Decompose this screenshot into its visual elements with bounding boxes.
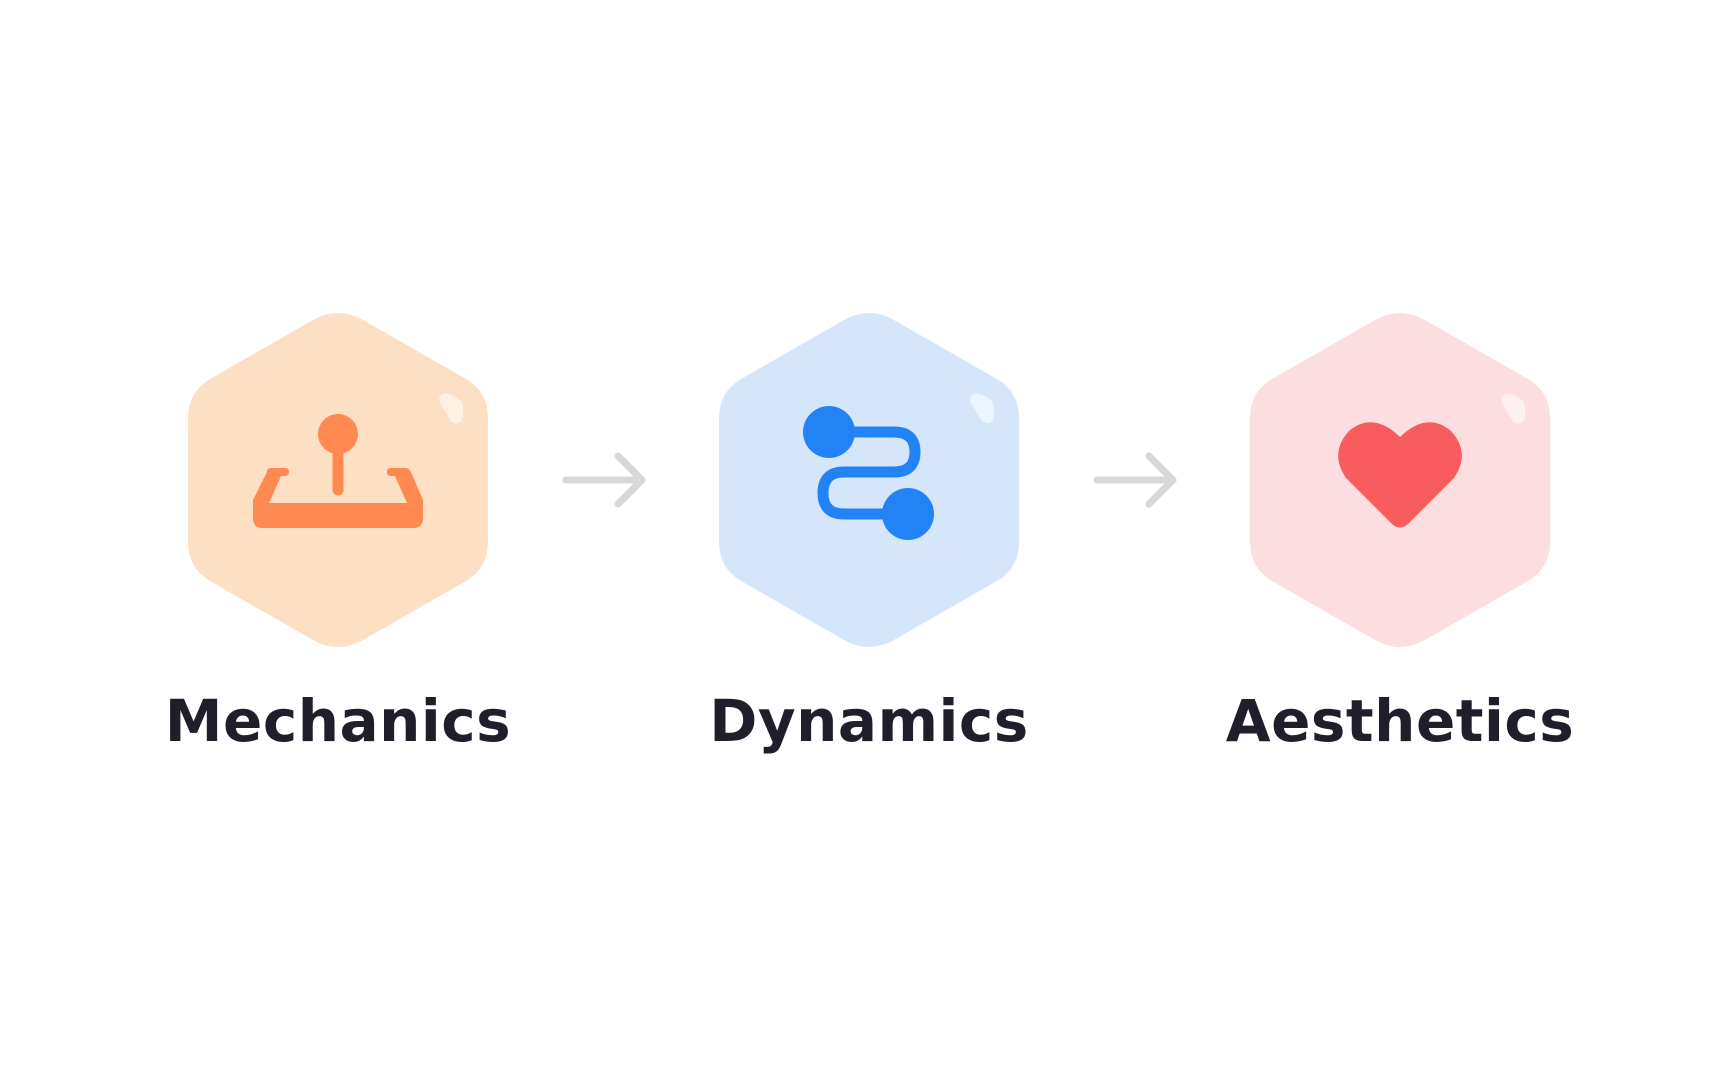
mechanics-node: Mechanics <box>165 310 511 760</box>
dynamics-hexagon-shape <box>719 313 1019 647</box>
aesthetics-gloss-highlight <box>1501 393 1525 424</box>
heart-icon <box>1338 422 1462 528</box>
arrow-right-icon <box>560 448 650 512</box>
aesthetics-node: Aesthetics <box>1226 310 1574 760</box>
joystick-icon <box>253 414 423 528</box>
dynamics-label: Dynamics <box>709 687 1029 755</box>
dynamics-hexagon <box>714 310 1024 650</box>
aesthetics-label: Aesthetics <box>1225 687 1575 755</box>
aesthetics-hexagon <box>1245 310 1555 650</box>
dynamics-node: Dynamics <box>709 310 1028 760</box>
mechanics-gloss-highlight <box>439 393 463 424</box>
mechanics-label: Mechanics <box>164 687 512 755</box>
mechanics-hexagon <box>183 310 493 650</box>
arrow-right-icon <box>1091 448 1181 512</box>
route-icon <box>803 406 934 540</box>
dynamics-gloss-highlight <box>970 393 994 424</box>
